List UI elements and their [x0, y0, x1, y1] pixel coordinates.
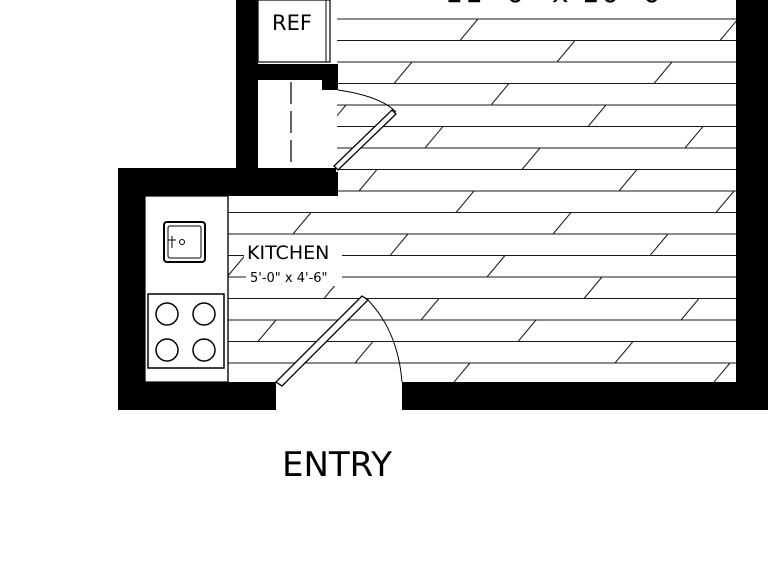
door-swing-icon [274, 295, 403, 387]
room-top-dims: 11'-0" x 10'-0" [445, 0, 678, 9]
plank-joint [455, 190, 475, 213]
plank-joint [556, 40, 576, 63]
plank-joint [420, 298, 440, 321]
wall-closet-jamb-top [322, 64, 338, 90]
plank-joint [521, 147, 541, 170]
plank-joint [261, 147, 281, 170]
plank-joint [289, 385, 307, 407]
walls [118, 0, 768, 410]
plank-joint [354, 341, 374, 364]
plank-joint [649, 233, 669, 256]
wall-closet-jamb-bottom [322, 172, 338, 196]
ref-label: REF [272, 11, 312, 35]
plank-joint [327, 104, 347, 127]
plank-joint [358, 169, 378, 192]
plank-joint [711, 362, 731, 382]
plank-joint [719, 18, 736, 41]
closet-door-swing [333, 89, 397, 171]
plank-joint [459, 18, 479, 41]
kitchen-dims: 5'-0" x 4'-6" [250, 271, 328, 286]
plank-joint [517, 319, 537, 342]
plank-joint [587, 104, 607, 127]
plank-joint [424, 126, 444, 149]
floor-planking [200, 18, 736, 407]
plank-joint [680, 298, 700, 321]
wall-right [736, 0, 768, 410]
wall-left [118, 168, 145, 410]
plank-joint [393, 61, 413, 84]
plank-joint [552, 212, 572, 235]
plank-joint [486, 255, 506, 278]
plank-joint [614, 341, 634, 364]
wall-closet-top [258, 64, 338, 80]
kitchen-label: KITCHEN [247, 242, 329, 264]
wall-bottom-left [118, 382, 276, 410]
wall-upper-left [236, 0, 258, 182]
plank-joint [618, 169, 638, 192]
entry-label: ENTRY [282, 445, 392, 485]
sink-icon [163, 221, 206, 263]
wall-bottom-right [402, 382, 768, 410]
plank-joint [583, 276, 603, 299]
plank-joint [715, 190, 735, 213]
plank-joint [451, 362, 471, 382]
plank-joint [653, 61, 673, 84]
plank-joint [490, 83, 510, 106]
refrigerator: REF [257, 0, 331, 63]
plank-joint [200, 19, 218, 41]
plank-joint [257, 319, 277, 342]
plank-joint [292, 212, 312, 235]
cooktop-icon [147, 293, 225, 369]
plank-joint [684, 126, 704, 149]
plank-joint [228, 255, 246, 278]
plank-joint [389, 233, 409, 256]
